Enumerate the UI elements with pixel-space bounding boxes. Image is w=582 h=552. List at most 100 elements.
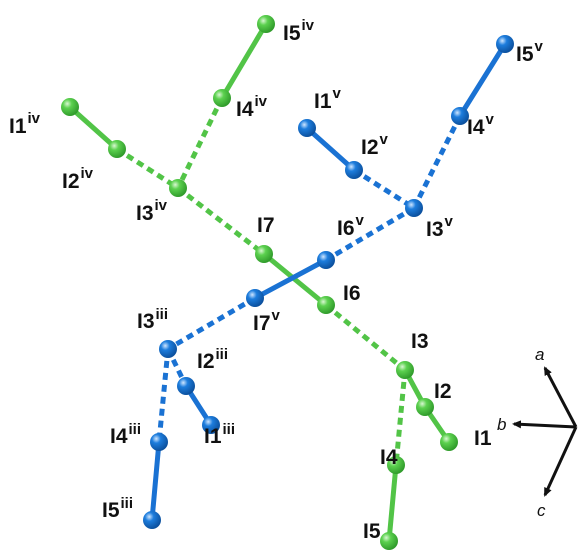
bond-I4iii-I5iii [149,439,162,523]
atom-label-main: I2 [434,380,452,403]
atom-label-main: I5 [283,22,301,45]
bond-I4v-I3v [411,114,463,210]
bond-I4-I5 [386,462,399,544]
axis-arrow-a [543,366,578,428]
atom-label-superscript: iv [155,197,168,214]
bond-I3-I4 [393,369,408,466]
axis-label-c: c [537,501,546,520]
atom-label-superscript: iii [156,306,169,323]
atom-label-I3v: I3v [426,213,454,241]
atom-I2 [416,398,434,416]
atom-label-superscript: v [380,131,389,148]
bond-I7v-I3iii [166,295,257,352]
atom-label-main: I3 [426,218,444,241]
atom-label-superscript: iv [255,93,268,110]
atom-label-superscript: iii [121,495,134,512]
atom-label-main: I2 [197,350,215,373]
atom-label-superscript: v [445,213,454,230]
atom-label-main: I2 [62,170,80,193]
atom-label-superscript: iii [223,421,236,438]
atom-label-main: I6 [337,217,355,240]
atom-label-I7: I7 [257,214,275,237]
atom-label-I4v: I4v [467,111,495,139]
atom-I7 [255,245,273,263]
atom-label-I1iv: I1iv [9,110,41,138]
atom-label-main: I4 [110,425,128,448]
bond-I5v-I4v [457,41,508,119]
atom-label-I3: I3 [411,330,429,353]
bond-I6-I3 [324,303,407,372]
atom-label-I2iii: I2iii [197,346,228,373]
atom-I5iii [143,511,161,529]
atom-label-superscript: v [272,307,281,324]
atom-label-I3iii: I3iii [137,306,168,333]
atom-label-I6: I6 [343,282,361,305]
atom-I5v [496,35,514,53]
bond-I3iii-I4iii [156,348,171,443]
atom-I6v [317,251,335,269]
bond-I5iv-I4iv [219,21,269,101]
atom-I5iv [257,15,275,33]
bond-I3v-I6v [324,205,416,263]
axes-indicator: a b c [497,345,578,520]
atom-label-main: I1 [474,427,492,450]
atom-label-main: I1 [204,425,222,448]
atom-I3iv [169,179,187,197]
atom-label-main: I5 [516,43,534,66]
atom-label-superscript: iii [216,346,229,363]
atom-label-main: I5 [102,499,120,522]
atom-I2iv [108,140,126,158]
atom-label-main: I4 [380,446,398,469]
atom-I3 [396,361,414,379]
atom-I3iii [159,340,177,358]
atom-label-I4iii: I4iii [110,421,141,448]
atom-label-I5v: I5v [516,38,544,66]
axis-label-a: a [535,345,544,364]
bond-I6v-I7v [252,257,329,301]
labels-layer: I5ivI4ivI1ivI2ivI3ivI7I6I3I2I1I4I5I5vI4v… [9,17,544,543]
atom-label-superscript: iv [28,110,41,127]
atom-label-I1: I1 [474,427,492,450]
atom-I4iv [213,89,231,107]
atom-label-main: I6 [343,282,361,305]
atom-I4iii [150,433,168,451]
atom-label-superscript: v [535,38,544,55]
atom-label-superscript: iv [81,165,94,182]
atom-label-main: I1 [9,115,27,138]
atom-I1iii [202,416,220,434]
bond-I2v-I3v [352,167,416,211]
bond-I4iv-I3iv [175,96,225,190]
atom-label-I4iv: I4iv [236,93,268,121]
atom-I2v [345,161,363,179]
atoms-layer [61,15,514,550]
atom-label-superscript: v [486,111,495,128]
atom-I1 [440,433,458,451]
bonds-layer [67,21,508,544]
bond-I3iv-I7 [176,186,266,256]
atom-I4 [387,456,405,474]
atom-label-main: I3 [137,310,155,333]
atom-I6 [317,296,335,314]
atom-label-superscript: iii [129,421,142,438]
atom-label-I7v: I7v [253,307,281,335]
atom-I7v [246,289,264,307]
atom-I4v [451,107,469,125]
atom-I1iv [61,98,79,116]
atom-I1v [298,119,316,137]
axis-label-b: b [497,415,506,434]
atom-label-I5: I5 [363,520,381,543]
atom-label-main: I4 [236,98,254,121]
atom-label-I5iv: I5iv [283,17,315,45]
atom-label-superscript: v [333,85,342,102]
atom-label-main: I7 [257,214,275,237]
axis-arrow-c [543,426,578,497]
atom-label-I5iii: I5iii [102,495,133,522]
atom-label-I2: I2 [434,380,452,403]
atom-I5 [380,532,398,550]
atom-label-superscript: v [356,212,365,229]
atom-label-main: I7 [253,312,271,335]
atom-I2iii [177,377,195,395]
atom-label-superscript: iv [302,17,315,34]
atom-label-main: I3 [411,330,429,353]
